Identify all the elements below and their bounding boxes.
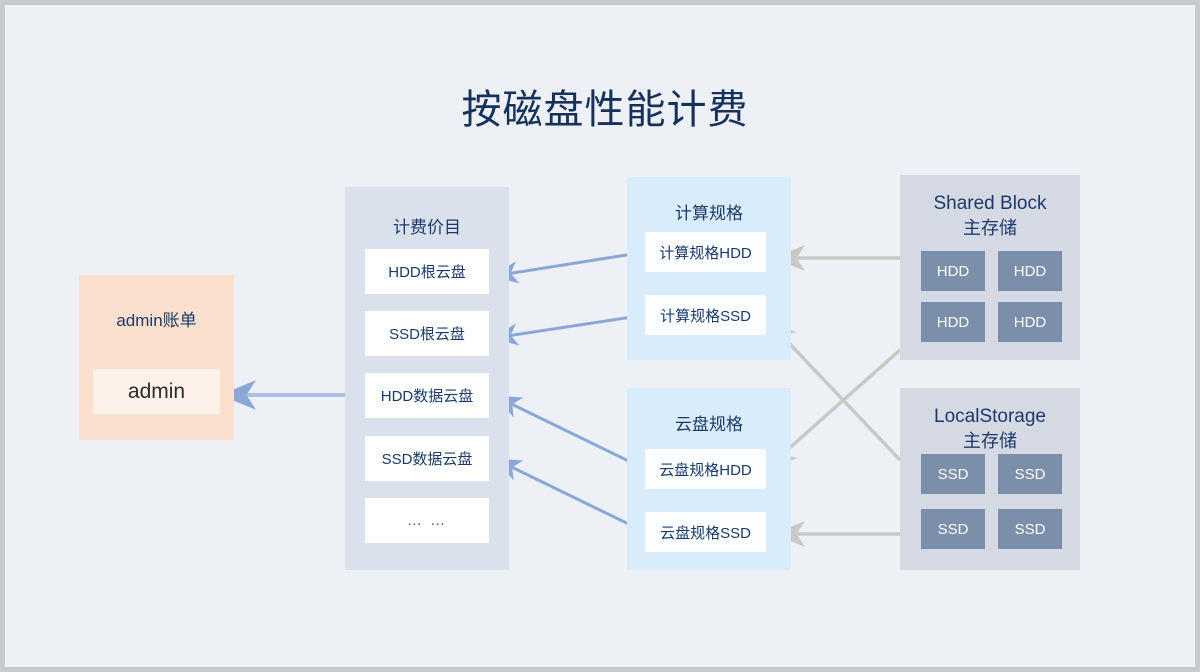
local-storage-disk-4[interactable]: SSD <box>998 509 1062 549</box>
billing-price-panel-title: 计费价目 <box>393 218 461 237</box>
billing-item-more[interactable]: … … <box>365 498 489 543</box>
shared-block-disk-1[interactable]: HDD <box>921 251 985 291</box>
billing-item-ssd-root[interactable]: SSD根云盘 <box>365 311 489 356</box>
local-storage-disk-1[interactable]: SSD <box>921 454 985 494</box>
admin-bill-panel: admin账单 admin <box>79 275 234 440</box>
shared-block-title-line1: Shared Block <box>933 193 1047 214</box>
shared-block-disk-4[interactable]: HDD <box>998 302 1062 342</box>
disk-spec-hdd[interactable]: 云盘规格HDD <box>645 449 766 489</box>
disk-spec-panel: 云盘规格 云盘规格HDD 云盘规格SSD <box>627 388 791 570</box>
compute-spec-hdd[interactable]: 计算规格HDD <box>645 232 766 272</box>
billing-item-ssd-data[interactable]: SSD数据云盘 <box>365 436 489 481</box>
billing-price-panel: 计费价目 HDD根云盘 SSD根云盘 HDD数据云盘 SSD数据云盘 … … <box>345 187 509 570</box>
local-storage-panel-title: LocalStorage 主存储 <box>900 404 1080 454</box>
billing-item-hdd-root[interactable]: HDD根云盘 <box>365 249 489 294</box>
compute-spec-panel-title: 计算规格 <box>675 204 743 223</box>
compute-spec-ssd[interactable]: 计算规格SSD <box>645 295 766 335</box>
shared-block-title-line2: 主存储 <box>963 218 1017 238</box>
shared-block-storage-panel: Shared Block 主存储 HDD HDD HDD HDD <box>900 175 1080 360</box>
billing-item-hdd-data[interactable]: HDD数据云盘 <box>365 373 489 418</box>
compute-spec-panel: 计算规格 计算规格HDD 计算规格SSD <box>627 177 791 360</box>
shared-block-disk-2[interactable]: HDD <box>998 251 1062 291</box>
page-title: 按磁盘性能计费 <box>461 88 749 132</box>
local-storage-panel: LocalStorage 主存储 SSD SSD SSD SSD <box>900 388 1080 570</box>
edge-compute-ssd-to-ssd-root <box>491 313 646 346</box>
admin-bill-panel-title: admin账单 <box>116 311 197 330</box>
disk-spec-ssd[interactable]: 云盘规格SSD <box>645 512 766 552</box>
shared-block-disk-3[interactable]: HDD <box>921 302 985 342</box>
local-storage-title-line2: 主存储 <box>963 431 1017 451</box>
edge-compute-hdd-to-hdd-root <box>491 250 646 284</box>
disk-spec-panel-title: 云盘规格 <box>675 415 743 434</box>
edge-disk-ssd-to-ssd-data <box>494 458 646 534</box>
diagram-stage: 按磁盘性能计费 admin账单 admin 计费价目 HDD根云盘 SSD根云盘… <box>5 5 1195 667</box>
edge-disk-hdd-to-hdd-data <box>494 395 646 471</box>
local-storage-title-line1: LocalStorage <box>934 406 1046 427</box>
local-storage-disk-3[interactable]: SSD <box>921 509 985 549</box>
shared-block-panel-title: Shared Block 主存储 <box>900 191 1080 241</box>
admin-account-box[interactable]: admin <box>93 369 220 414</box>
local-storage-disk-2[interactable]: SSD <box>998 454 1062 494</box>
